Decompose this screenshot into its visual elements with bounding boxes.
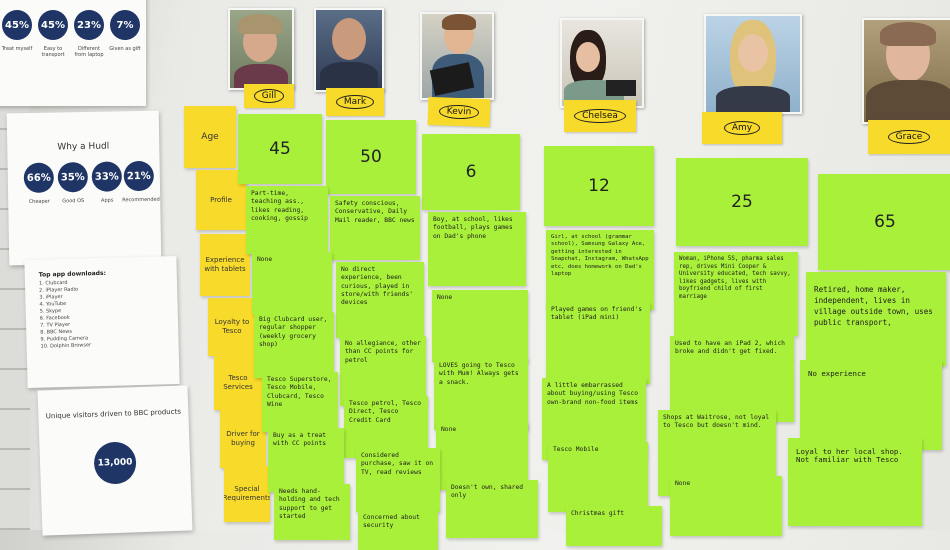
name-tag-gill: Gill <box>244 84 294 108</box>
age-chelsea: 12 <box>544 146 654 226</box>
services-mark: Tesco petrol, Tesco Direct, Tesco Credit… <box>344 396 428 458</box>
profile-chelsea: Girl, at school (grammar school), Samsun… <box>546 230 654 310</box>
stat-circle: 45% <box>2 10 32 40</box>
name-tag-amy: Amy <box>702 112 782 144</box>
stat-circle: 21% <box>123 160 155 192</box>
age-amy: 25 <box>676 158 808 246</box>
name-tag-kevin: Kevin <box>427 96 491 128</box>
loyalty-kevin: LOVES going to Tesco with Mum! Always ge… <box>434 358 528 430</box>
experience-kevin: None <box>432 290 528 362</box>
special-mark: Concerned about security <box>358 510 438 550</box>
age-kevin: 6 <box>422 134 520 210</box>
stat-label: Given as gift <box>109 46 141 52</box>
stat-label: Easy to transport <box>41 46 65 58</box>
visitors-circle: 13,000 <box>93 441 137 485</box>
loyalty-grace: Loyal to her local shop. Not familiar wi… <box>788 438 922 526</box>
stat-label: Different from laptop <box>74 46 104 58</box>
app-downloads-paper: Top app downloads: 1. Clubcard 2. iPlaye… <box>24 256 180 388</box>
row-label-profile: Profile <box>196 170 246 230</box>
list-item: 10. Dolphin Browser <box>40 342 92 350</box>
services-amy: None <box>670 476 782 536</box>
name-tag-grace: Grace <box>868 120 950 154</box>
stat-label: Good OS <box>62 197 85 205</box>
row-label-loyalty: Loyalty to Tesco <box>208 298 256 356</box>
driver-chelsea: Christmas gift <box>566 506 662 546</box>
app-list: Top app downloads: 1. Clubcard 2. iPlaye… <box>39 270 108 351</box>
age-gill: 45 <box>238 114 322 184</box>
driver-kevin: Doesn't own, shared only <box>446 480 538 538</box>
age-grace: 65 <box>818 174 950 270</box>
photo-gill <box>228 8 294 90</box>
profile-grace: Retired, home maker, independent, lives … <box>806 272 946 366</box>
loyalty-gill: Big Clubcard user, regular shopper (week… <box>254 312 334 378</box>
services-chelsea: Tesco Mobile <box>548 442 648 512</box>
paper-title: Top app downloads: <box>38 269 107 279</box>
stat-circle: 45% <box>38 10 68 40</box>
row-label-special: Special Requirements <box>224 466 270 522</box>
photo-mark <box>314 8 384 92</box>
profile-gill: Part-time, teaching ass., likes reading,… <box>246 186 328 254</box>
loyalty-mark: No allegiance, other than CC points for … <box>340 336 426 406</box>
age-mark: 50 <box>326 120 416 194</box>
experience-gill: None <box>252 252 332 314</box>
row-label-age: Age <box>184 106 236 168</box>
stat-label: Treat myself <box>1 46 33 52</box>
photo-grace <box>862 18 950 124</box>
services-kevin: None <box>436 422 528 490</box>
profile-kevin: Boy, at school, likes football, plays ga… <box>428 212 526 286</box>
profile-mark: Safety conscious, Conservative, Daily Ma… <box>330 196 420 260</box>
stat-circle: 7% <box>110 10 140 40</box>
driver-mark: Considered purchase, saw it on TV, read … <box>356 448 440 512</box>
stat-circle: 35% <box>57 161 89 193</box>
why-hudl-paper: Why a Hudl 66% 35% 33% 21% Cheaper Good … <box>6 110 162 266</box>
photo-chelsea <box>560 18 644 108</box>
bbc-visitors-paper: Unique visitors driven to BBC products 1… <box>37 385 193 536</box>
row-label-driver: Driver for buying <box>220 410 266 468</box>
experience-mark: No direct experience, been curious, play… <box>336 262 424 338</box>
row-label-experience: Experience with tablets <box>200 234 250 296</box>
paper-title: Unique visitors driven to BBC products <box>45 407 182 421</box>
photo-kevin <box>420 12 494 100</box>
stat-circle: 33% <box>91 161 123 192</box>
special-gill: Needs hand-holding and tech support to g… <box>274 484 350 540</box>
experience-grace: No experience <box>800 360 942 450</box>
stat-label: Recommended <box>122 196 160 204</box>
driver-gill: Buy as a treat with CC points <box>268 428 344 492</box>
stat-label: Cheaper <box>28 198 50 205</box>
profile-amy: Woman, iPhone 5S, pharma sales rep, driv… <box>674 252 798 336</box>
stat-circle: 66% <box>23 162 55 194</box>
name-tag-mark: Mark <box>326 88 384 116</box>
stat-label: Apps <box>100 197 114 204</box>
photo-amy <box>704 14 802 114</box>
experience-chelsea: Played games on friend's tablet (iPad mi… <box>546 302 650 384</box>
name-tag-chelsea: Chelsea <box>564 100 636 132</box>
services-gill: Tesco Superstore, Tesco Mobile, Clubcard… <box>262 372 338 432</box>
stat-circle: 23% <box>74 10 104 40</box>
paper-title: Why a Hudl <box>57 141 110 153</box>
experience-amy: Used to have an iPad 2, which broke and … <box>670 336 794 422</box>
stats-paper-top: 45% 45% 23% 7% Treat myself Easy to tran… <box>0 0 146 106</box>
